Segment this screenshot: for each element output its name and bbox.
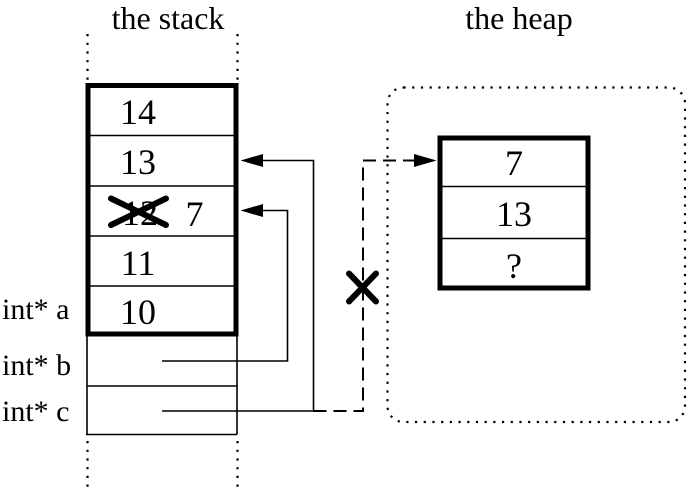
invalid-pointer-x-icon <box>346 270 379 305</box>
stack-cell-value: 10 <box>120 292 156 332</box>
pointer-c-arrowhead-icon <box>240 154 263 167</box>
heap-title: the heap <box>465 0 573 36</box>
var-label-b: int* b <box>2 349 72 382</box>
stack-cell-value-crossed-out: 12 <box>122 193 158 233</box>
stack-cell-value: 11 <box>120 242 156 283</box>
stack-title: the stack <box>111 0 225 36</box>
stack-frame-box <box>85 83 239 337</box>
pointer-b-arrowhead-icon <box>240 204 263 217</box>
stack-cell-value: 14 <box>120 91 156 132</box>
pointer-b-line <box>162 209 289 362</box>
heap-cell-value: 7 <box>505 142 523 183</box>
crossed-out-value-x-icon <box>108 195 169 228</box>
pointer-c-line <box>162 159 315 412</box>
dangling-pointer-dashed-line <box>313 159 434 412</box>
heap-block-box <box>437 135 591 291</box>
stack-cell-value: 13 <box>120 142 156 182</box>
dangling-pointer-arrowhead-icon <box>414 154 437 167</box>
var-label-c: int* c <box>2 395 70 428</box>
heap-cell-value: 13 <box>496 193 532 234</box>
heap-cell-value: ? <box>506 245 522 286</box>
stack-cell-new-value: 7 <box>185 194 204 234</box>
var-label-a: int* a <box>2 293 70 326</box>
